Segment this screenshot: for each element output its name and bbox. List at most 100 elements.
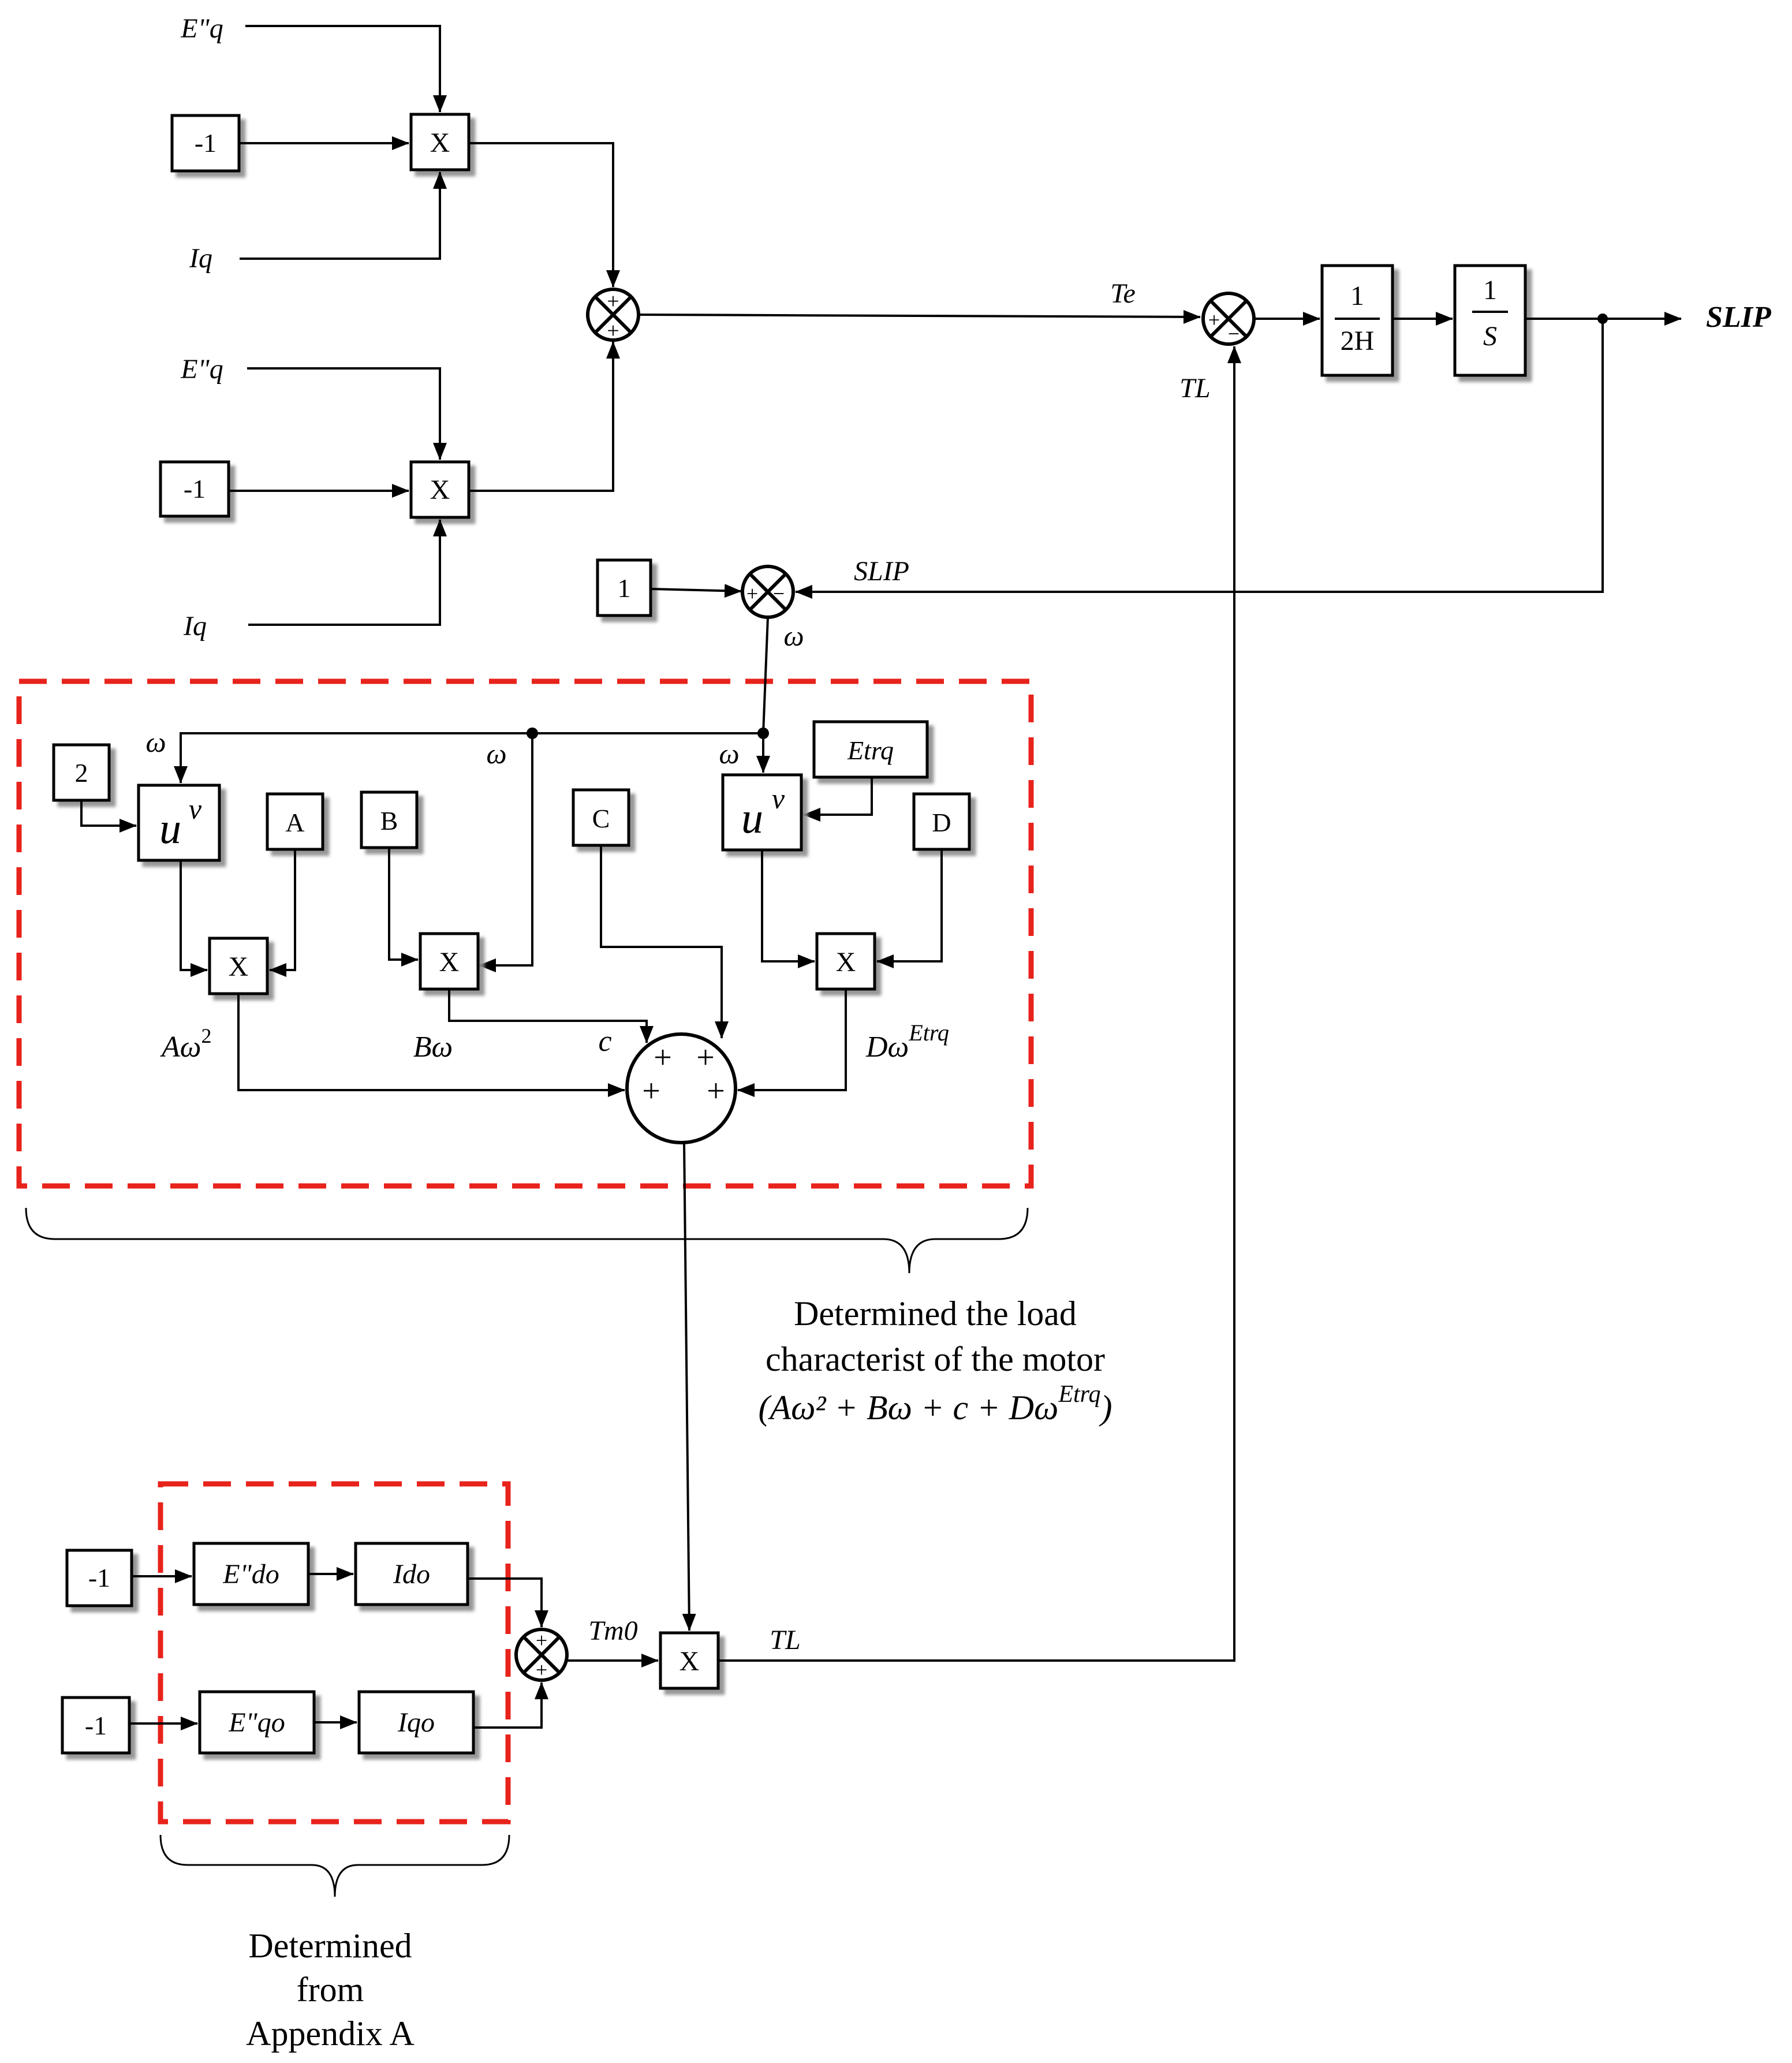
branch-dot-omega-2	[757, 728, 769, 739]
sum2-sign-bottom: −	[1228, 322, 1240, 345]
wire-te	[638, 309, 1201, 324]
wire-iq1	[240, 171, 447, 260]
eq-label-1: E"q	[180, 13, 223, 44]
appendix-caption-line1: Determined	[248, 1927, 412, 1965]
wire-mult2-sum	[469, 341, 620, 492]
power1-base: u	[159, 804, 181, 853]
initial-torque-section: -1 -1 E"do Ido E"qo Iqo + + Tm0 X	[61, 346, 1241, 2053]
load-sum-sign-4: +	[707, 1073, 725, 1109]
summing-junction-2: + −	[1201, 292, 1256, 346]
term-b-label: Bω	[413, 1031, 453, 1064]
slip-feedback-label: SLIP	[854, 556, 909, 587]
multiplier-tl	[659, 1631, 720, 1690]
power2-exponent: v	[772, 782, 785, 815]
const-minus-one-2	[159, 460, 230, 518]
omega-label-2: ω	[486, 737, 506, 770]
const-minus-one-3	[65, 1549, 133, 1607]
initial-sum-sign-bottom: +	[536, 1658, 547, 1681]
power-block-1	[137, 784, 221, 862]
coef-b	[360, 790, 419, 849]
wire-power1-mult-a	[180, 860, 208, 977]
sum3-sign-right: −	[773, 582, 785, 605]
gain-block-1-over-2h	[1320, 264, 1394, 377]
ido-block	[354, 1542, 469, 1606]
load-dashed-border	[16, 678, 1034, 1189]
wire-etrq-power2	[803, 777, 873, 822]
iq-label-2: Iq	[183, 611, 207, 641]
multiplier-2-label: X	[430, 475, 450, 505]
iqo-block	[357, 1690, 475, 1755]
appendix-brace	[159, 1834, 510, 1897]
multiplier-d	[815, 932, 876, 991]
coef-b-label: B	[380, 806, 398, 835]
edo-label: E"do	[222, 1559, 279, 1590]
term-d-exp: Etrq	[908, 1020, 949, 1046]
term-a-exp: 2	[201, 1024, 211, 1047]
term-d-label: DωEtrq	[865, 1020, 949, 1064]
term-a-base: Aω	[160, 1031, 201, 1064]
load-caption-formula: (Aω² + Bω + c + DωEtrq)	[759, 1381, 1112, 1427]
multiplier-a	[208, 937, 269, 995]
const-minus-one-3-label: -1	[88, 1563, 110, 1592]
load-caption-formula-main: (Aω² + Bω + c + Dω	[759, 1389, 1059, 1427]
wire-bw-sum	[448, 989, 654, 1043]
power1-exponent: v	[189, 793, 202, 825]
slip-output-label: SLIP	[1706, 301, 1772, 334]
wire-dwe-sum	[737, 989, 847, 1097]
const-minus-one-1	[170, 114, 241, 173]
integrator-numerator: 1	[1483, 275, 1497, 305]
iqo-label: Iqo	[397, 1707, 435, 1738]
omega-label-speed: ω	[783, 620, 804, 652]
summing-junction-initial: + +	[514, 1628, 569, 1682]
const-minus-one-2-label: -1	[184, 474, 206, 503]
wire-a-mult-a	[269, 849, 296, 977]
omega-label-3: ω	[719, 737, 739, 770]
wire-c-sum	[600, 845, 729, 1039]
coef-c	[572, 788, 630, 847]
wire-slip-feedback	[795, 319, 1604, 599]
electrical-torque-section: E"q -1 X Iq E"q -1 X Iq + + Te	[159, 13, 1772, 641]
wire-aw2-sum	[237, 994, 625, 1097]
wire-omega-down	[762, 617, 769, 734]
multiplier-b-label: X	[439, 947, 460, 978]
const-minus-one-4	[61, 1696, 131, 1755]
initial-sum-sign-top: +	[536, 1629, 547, 1652]
wire-tl-feedback	[718, 346, 1241, 1662]
const-one	[596, 558, 652, 617]
gain-numerator: 1	[1350, 281, 1364, 311]
ido-label: Ido	[393, 1559, 430, 1590]
coef-d-label: D	[932, 808, 951, 837]
appendix-caption-line2: from	[297, 1971, 364, 2009]
wire-omega-power1	[174, 732, 763, 784]
multiplier-b	[419, 932, 480, 991]
term-a-label: Aω2	[160, 1024, 211, 1064]
const-two-label: 2	[75, 758, 88, 788]
wire-mult1-sum	[469, 142, 620, 288]
sum1-sign-bottom: +	[607, 319, 619, 343]
coef-c-label: C	[592, 804, 610, 833]
eqo-label: E"qo	[228, 1707, 285, 1738]
multiplier-a-label: X	[229, 952, 249, 982]
wire-d-mult-d	[876, 849, 943, 968]
load-sum-sign-3: +	[642, 1073, 660, 1109]
term-d-base: Dω	[865, 1031, 909, 1064]
iq-label-1: Iq	[189, 243, 212, 274]
wire-one-sum	[650, 584, 742, 598]
appendix-dashed-border	[158, 1481, 511, 1825]
const-minus-one-4-label: -1	[85, 1711, 107, 1740]
sum2-sign-left: +	[1208, 308, 1220, 331]
te-label: Te	[1110, 278, 1136, 309]
wire-eq2	[247, 367, 447, 460]
wire-load-mult	[682, 1142, 696, 1631]
branch-dot-omega-1	[527, 728, 538, 739]
load-sum-sign-1: +	[654, 1040, 672, 1076]
load-characteristic-section: ω ω ω 2 u v A B C D Etrq u v X X X	[16, 617, 1112, 1427]
coef-a	[266, 792, 324, 851]
power2-base: u	[741, 794, 763, 842]
multiplier-1	[409, 113, 471, 171]
const-two	[52, 743, 111, 802]
wire-iq2	[248, 519, 447, 626]
power-block-2	[721, 773, 803, 852]
load-sum-sign-2: +	[696, 1040, 715, 1076]
